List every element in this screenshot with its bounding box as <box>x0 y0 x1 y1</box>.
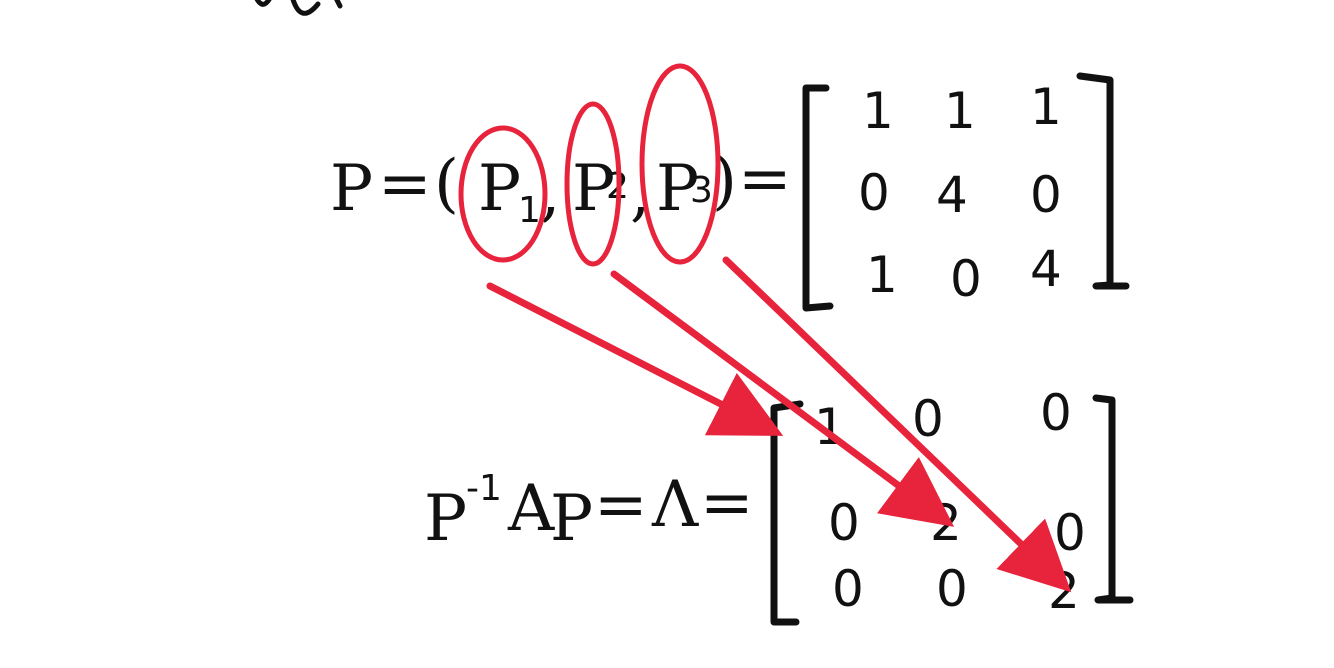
matrix1-cell: 0 <box>1030 166 1062 224</box>
matrix2-cell: 0 <box>936 560 968 618</box>
matrix1-cell: 1 <box>862 82 894 140</box>
eq2-p2: P <box>550 482 593 556</box>
matrix1-cell: 1 <box>866 246 898 304</box>
eq2-superscript: -1 <box>466 468 502 509</box>
eq1-lhs: P <box>330 152 373 226</box>
matrix2-cell: 0 <box>1040 384 1072 442</box>
eq1-vector-3-sub: 3 <box>690 170 713 211</box>
eq1-equals-2: = <box>738 142 792 216</box>
equation-1: P = ( P 1 , P 2 , P 3 ) = 1 1 1 0 4 0 1 … <box>330 72 1130 312</box>
eq2-p: P <box>424 482 467 556</box>
matrix2-right-bracket <box>1092 394 1134 604</box>
eq2-a: A <box>507 472 555 546</box>
arrow-p2-to-eigenvalue-2 <box>610 270 955 527</box>
matrix1-cell: 4 <box>1030 240 1062 298</box>
matrix2-cell: 2 <box>930 494 962 552</box>
matrix1-right-bracket <box>1076 72 1130 290</box>
eq1-vector-1-base: P <box>478 152 521 226</box>
eq1-open-paren: ( <box>434 147 459 221</box>
circle-p1-annotation <box>458 125 548 263</box>
eq1-vector-3-base: P <box>656 152 699 226</box>
matrix1-left-bracket <box>802 84 834 312</box>
eq2-equals: = <box>594 468 648 542</box>
matrix1-cell: 1 <box>1030 78 1062 136</box>
equation-2: P -1 A P = Λ = 1 0 0 0 2 0 0 0 2 <box>424 384 1134 626</box>
circle-p2-annotation <box>564 101 622 267</box>
arrow-p1-to-eigenvalue-1 <box>486 282 784 436</box>
matrix2-cell: 0 <box>832 560 864 618</box>
circle-p3-annotation <box>639 63 721 265</box>
matrix1-cell: 0 <box>950 250 982 308</box>
eq2-lambda: Λ <box>651 468 699 542</box>
partial-handwriting-stroke <box>254 0 343 16</box>
matrix2-cell: 2 <box>1048 562 1080 620</box>
matrix2-cell: 0 <box>828 494 860 552</box>
eq1-vector-2-base: P <box>572 152 615 226</box>
matrix2-cell: 0 <box>1054 504 1086 562</box>
arrow-p3-to-eigenvalue-3 <box>722 256 1072 593</box>
matrix2-left-bracket <box>770 400 804 626</box>
eq1-vector-1-sub: 1 <box>518 190 541 231</box>
matrix2-cell: 0 <box>912 390 944 448</box>
eq1-equals: = <box>378 147 432 221</box>
eq2-equals-2: = <box>700 466 754 540</box>
matrix1-cell: 0 <box>858 164 890 222</box>
matrix1-cell: 1 <box>944 82 976 140</box>
matrix1-cell: 4 <box>936 166 968 224</box>
